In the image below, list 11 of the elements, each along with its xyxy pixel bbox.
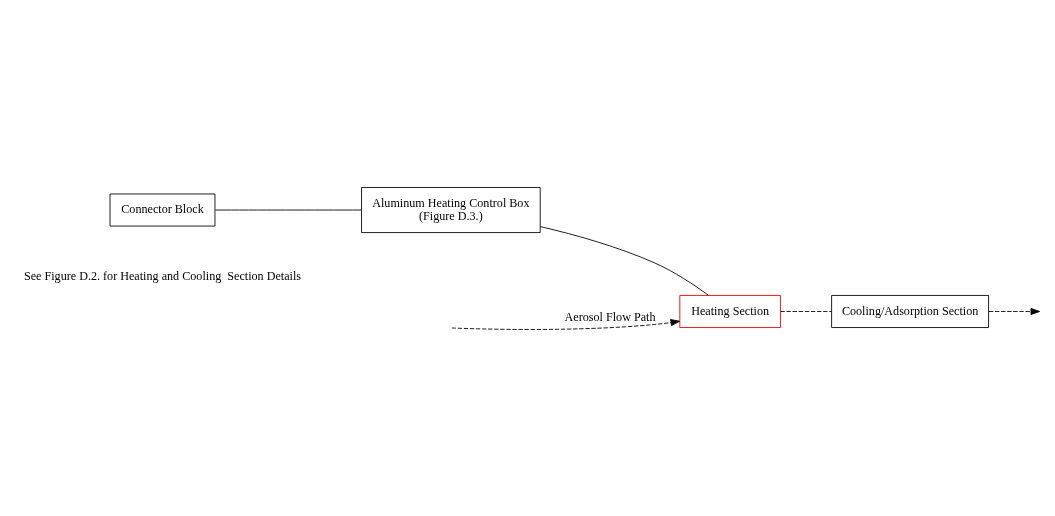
node-box: Aluminum Heating Control Box (Figure D.3.) xyxy=(361,186,541,233)
label: See Figure D.2. for Heating and Cooling Section Details xyxy=(23,268,302,283)
node-box: Heating Section xyxy=(679,294,781,328)
arrow xyxy=(988,307,1041,315)
node-box: Cooling/Adsorption Section xyxy=(831,294,989,328)
connector xyxy=(780,310,832,312)
arrow xyxy=(451,318,681,330)
edge-label: Aerosol Flow Path xyxy=(564,309,656,324)
node-box: Connector Block xyxy=(109,193,216,226)
connector xyxy=(214,209,362,210)
connector xyxy=(539,225,709,296)
